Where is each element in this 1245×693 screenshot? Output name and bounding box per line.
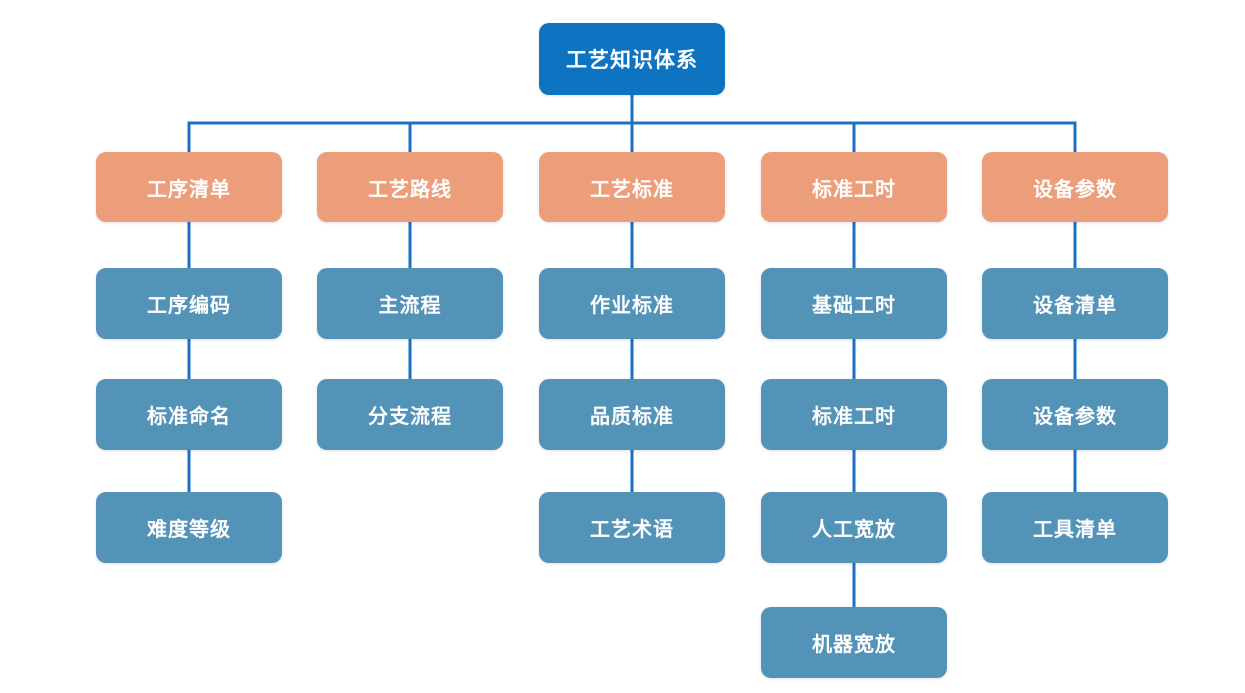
leaf-node: 作业标准 <box>539 268 725 339</box>
branch-node-process-route: 工艺路线 <box>317 152 503 222</box>
leaf-node: 工艺术语 <box>539 492 725 563</box>
leaf-node: 设备参数 <box>982 379 1168 450</box>
leaf-node: 工序编码 <box>96 268 282 339</box>
leaf-node: 分支流程 <box>317 379 503 450</box>
root-node: 工艺知识体系 <box>539 23 725 95</box>
leaf-node: 标准工时 <box>761 379 947 450</box>
leaf-node: 设备清单 <box>982 268 1168 339</box>
leaf-node: 基础工时 <box>761 268 947 339</box>
leaf-node: 工具清单 <box>982 492 1168 563</box>
leaf-node: 主流程 <box>317 268 503 339</box>
leaf-node: 品质标准 <box>539 379 725 450</box>
leaf-node: 难度等级 <box>96 492 282 563</box>
leaf-node: 机器宽放 <box>761 607 947 678</box>
leaf-node: 标准命名 <box>96 379 282 450</box>
branch-node-standard-hours: 标准工时 <box>761 152 947 222</box>
branch-node-equipment-params: 设备参数 <box>982 152 1168 222</box>
leaf-node: 人工宽放 <box>761 492 947 563</box>
branch-node-process-list: 工序清单 <box>96 152 282 222</box>
branch-node-process-standard: 工艺标准 <box>539 152 725 222</box>
